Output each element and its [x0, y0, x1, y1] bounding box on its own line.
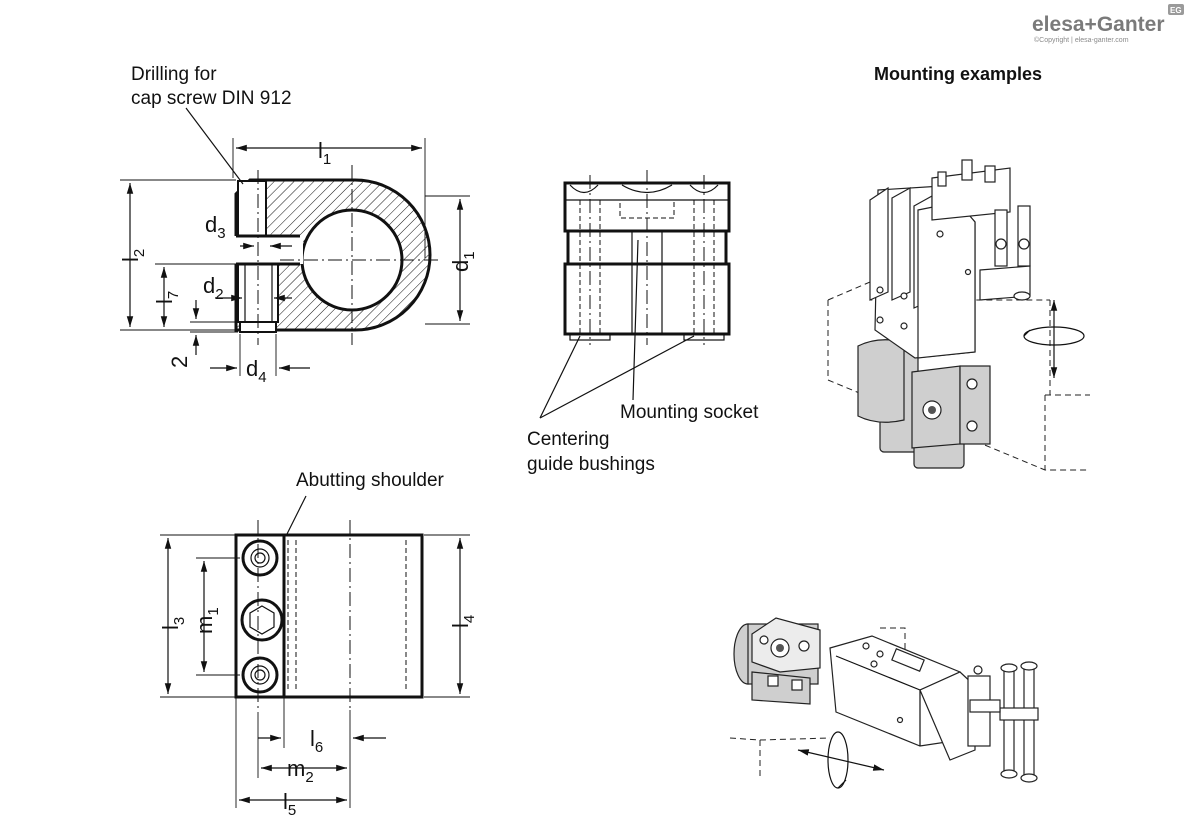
guide-bushing-left — [569, 333, 611, 341]
svg-text:l3: l3 — [158, 617, 188, 630]
centering-label-line2: guide bushings — [527, 454, 655, 475]
guide-bushing-right — [683, 333, 725, 341]
svg-text:d2: d2 — [203, 273, 224, 303]
svg-text:l7: l7 — [152, 291, 182, 304]
brand-logo-text: elesa+Ganter — [1032, 13, 1165, 36]
svg-text:d4: d4 — [246, 356, 267, 386]
mounting-examples-heading: Mounting examples — [874, 64, 1042, 84]
dim-d2: d2 — [203, 273, 224, 303]
svg-text:d3: d3 — [205, 212, 226, 242]
horizontal-motion-arrow — [797, 749, 885, 771]
screw-bottom — [241, 656, 279, 694]
rotation-arrow-horizontal — [827, 731, 849, 789]
svg-text:2: 2 — [167, 356, 192, 368]
dim-d1: d1 — [448, 251, 478, 272]
hatched-section — [236, 180, 430, 330]
dim-l7: l7 — [152, 291, 182, 304]
side-view-clamp: Abutting shoulder l3 m1 l4 l6 — [158, 470, 478, 819]
dim-d3: d3 — [205, 212, 226, 242]
drilling-label-line1: Drilling for — [131, 64, 217, 85]
svg-text:d1: d1 — [448, 251, 478, 272]
svg-text:l4: l4 — [448, 615, 478, 628]
mounting-example-horizontal — [729, 617, 1039, 789]
centering-label-line1: Centering — [527, 429, 609, 450]
shoulder-leader — [286, 495, 307, 535]
hex-screw — [240, 598, 284, 642]
svg-text:l6: l6 — [310, 726, 323, 756]
dim-d4: d4 — [246, 356, 267, 386]
dim-2: 2 — [167, 356, 192, 368]
brand-badge — [1168, 4, 1184, 15]
svg-text:l2: l2 — [118, 249, 148, 262]
dim-l4: l4 — [448, 615, 478, 628]
dim-l2: l2 — [118, 249, 148, 262]
svg-text:m1: m1 — [192, 607, 222, 634]
svg-text:l1: l1 — [318, 138, 331, 168]
brand-copyright: ©Copyright | elesa-ganter.com — [1034, 36, 1129, 44]
dim-l1: l1 — [318, 138, 331, 168]
mounting-socket-label: Mounting socket — [620, 402, 759, 423]
abutting-shoulder-label: Abutting shoulder — [296, 470, 445, 491]
clamp-half-left — [857, 339, 905, 423]
dim-m2: m2 — [287, 756, 314, 786]
front-view-clamp: Mounting socket Centering guide bushings — [527, 170, 759, 475]
brand-badge-text: EG — [1170, 6, 1182, 15]
dim-l6: l6 — [310, 726, 323, 756]
dim-l3: l3 — [158, 617, 188, 630]
rotation-arrow-vertical — [1023, 326, 1085, 346]
screw-pocket-top — [237, 180, 267, 237]
mounting-socket-leader — [632, 239, 639, 401]
bushing-leader-right — [539, 335, 695, 419]
drilling-label-line2: cap screw DIN 912 — [131, 88, 292, 109]
bushing-leader-left — [539, 335, 581, 419]
screw-top — [241, 539, 279, 577]
drilling-leader — [185, 107, 244, 185]
svg-text:l5: l5 — [283, 789, 296, 819]
dim-m1: m1 — [192, 607, 222, 634]
brand-logo: elesa+Ganter ©Copyright | elesa-ganter.c… — [1032, 4, 1184, 44]
dim-l5: l5 — [283, 789, 296, 819]
clamp-outline — [234, 178, 432, 332]
mounting-example-vertical — [827, 159, 1090, 471]
section-view-clamp: l1 l2 l7 2 d3 d2 — [118, 64, 478, 386]
svg-text:m2: m2 — [287, 756, 314, 786]
